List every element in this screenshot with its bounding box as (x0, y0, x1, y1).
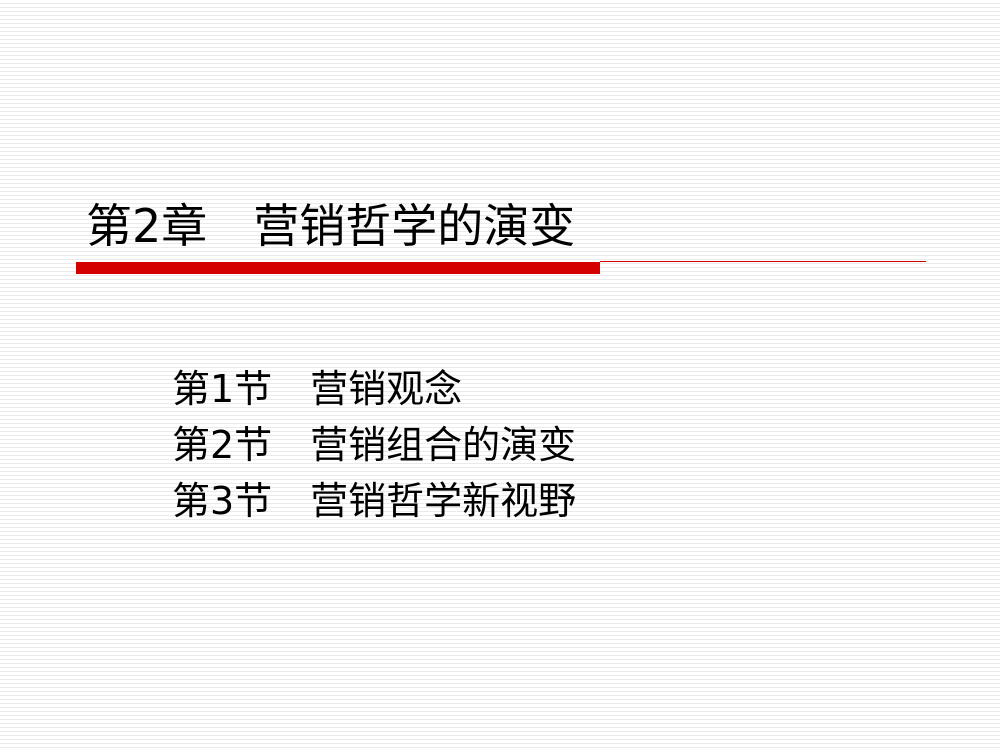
section-item-2: 第2节 营销组合的演变 (172, 423, 577, 467)
section-item-3: 第3节 营销哲学新视野 (172, 479, 577, 523)
title-underline-thin (600, 261, 926, 262)
title-underline-thick (76, 262, 600, 274)
chapter-title: 第2章 营销哲学的演变 (86, 199, 576, 253)
section-item-1: 第1节 营销观念 (172, 367, 463, 411)
section-list: 第1节 营销观念 第2节 营销组合的演变 第3节 营销哲学新视野 (172, 361, 576, 529)
